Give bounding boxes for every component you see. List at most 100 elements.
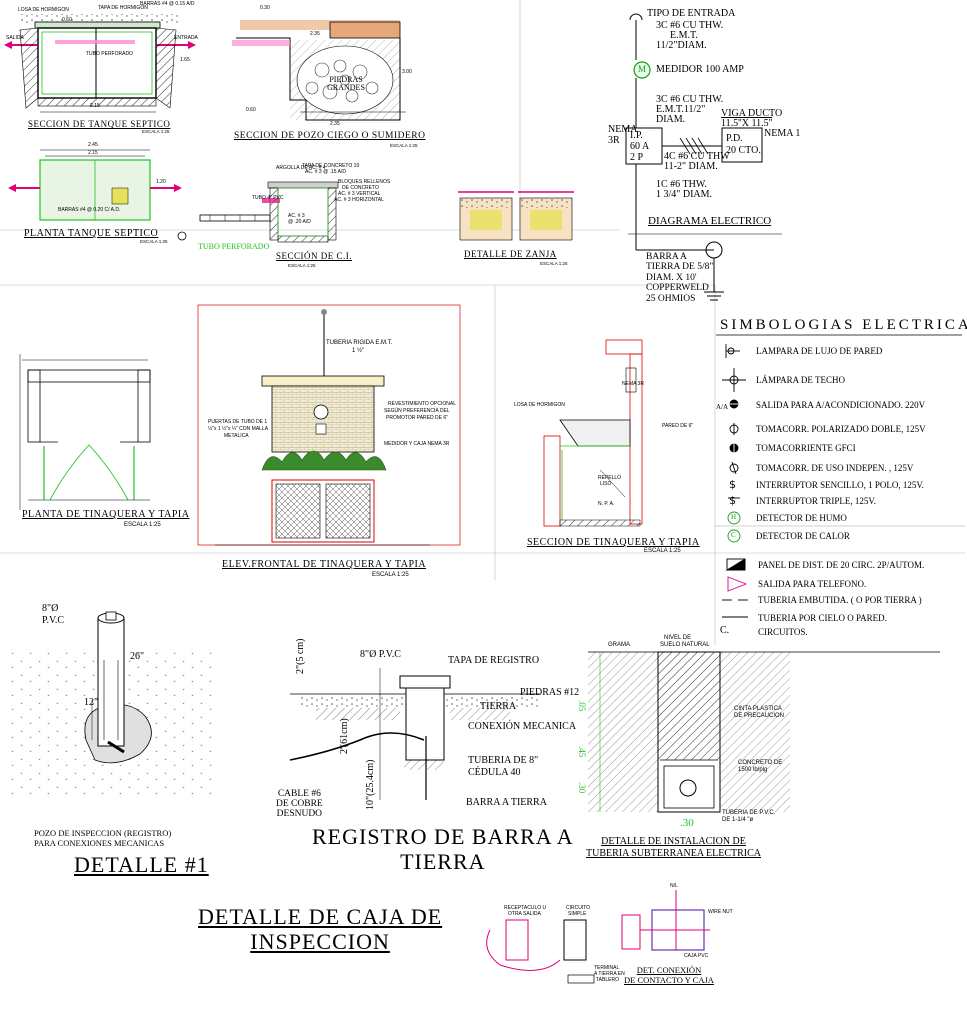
planta-tinaquera-drawing bbox=[19, 354, 151, 510]
sub-label-2: SUELO NATURAL bbox=[660, 642, 710, 648]
elec-line-13: 4C #6 CU THW bbox=[664, 151, 730, 162]
sub-label-6: 1500 lb/plg bbox=[738, 767, 768, 773]
conn-label-3: SIMPLE bbox=[568, 911, 587, 917]
ci-note-6: AC. # 3 HORIZONTAL bbox=[334, 197, 384, 203]
elev-note-8: MEDIDOR Y CAJA NEMA 3R bbox=[384, 441, 450, 447]
sec-note-2: PARED DE 6" bbox=[662, 423, 694, 429]
ci-note-8: AC. # 3 bbox=[288, 213, 305, 219]
box-title: DETALLE DE CAJA DE INSPECCION bbox=[198, 904, 443, 955]
reg-label-2: TIERRA bbox=[480, 701, 517, 712]
conn-label-8: WIRE NUT bbox=[708, 909, 733, 915]
reg-label-0: TAPA DE REGISTRO bbox=[448, 655, 540, 666]
meter-letter: M bbox=[638, 64, 647, 74]
elev-note-2: REVESTIMIENTO OPCIONAL bbox=[388, 401, 456, 407]
reg-cable-label: CABLE #6 DE COBRE DESNUDO bbox=[276, 789, 323, 819]
elevacion-frontal-drawing bbox=[197, 304, 461, 546]
elev-note-3: SEGÚN PREFERENCIA DEL bbox=[384, 408, 450, 414]
well-dim-235: 2.35 bbox=[310, 31, 320, 37]
sec-title: SECCION DE TINAQUERA Y TAPIA bbox=[527, 537, 700, 548]
sec-note-5: N. P. A. bbox=[598, 501, 615, 507]
sec-note-3: REPELLO bbox=[598, 475, 622, 481]
svg-text:$: $ bbox=[729, 494, 736, 507]
symbol-label-12: TUBERIA EMBUTIDA. ( O POR TIERRA ) bbox=[758, 595, 922, 605]
ci-note-2: ARGOLLA DE AC. # 4 bbox=[276, 165, 326, 171]
symbol-label-9: DETECTOR DE CALOR bbox=[756, 531, 850, 541]
reg-pipe-label: 8"Ø P.V.C bbox=[360, 649, 401, 660]
seccion-tinaquera-drawing bbox=[543, 339, 643, 527]
septic-dim-165: 1.65 bbox=[180, 57, 190, 63]
sub-label-0: GRAMA bbox=[608, 642, 631, 648]
septic-dim-060: 0.60 bbox=[62, 17, 72, 23]
aa-tag: A/A bbox=[716, 403, 729, 411]
reg-label-5: CÉDULA 40 bbox=[468, 767, 521, 778]
well-dim-030: 0.30 bbox=[260, 5, 270, 11]
septic-tag-entrada: ENTRADA bbox=[174, 35, 198, 41]
elec-line-10: NEMA 1 bbox=[764, 128, 801, 139]
elec-line-9: 11.5''X 11.5'' bbox=[721, 118, 773, 129]
elec-line-15: 1C #6 THW. bbox=[656, 179, 707, 190]
sec-note-4: LISO bbox=[600, 481, 612, 487]
elec-line-3: 11/2"DIAM. bbox=[656, 40, 707, 51]
symbol-label-10: PANEL DE DIST. DE 20 CIRC. 2P/AUTOM. bbox=[758, 560, 925, 570]
sub-dim-2: .30 bbox=[577, 782, 587, 794]
elev-note-7: METALICA bbox=[224, 433, 249, 439]
septic-dim-215: 2.15 bbox=[90, 103, 100, 109]
conexion-contacto-drawing bbox=[486, 890, 710, 984]
conn-label-7: N/L bbox=[670, 883, 678, 889]
symbol-label-3: TOMACORR. POLARIZADO DOBLE, 125V bbox=[756, 424, 926, 434]
conn-label-9: CAJA PVC bbox=[684, 953, 709, 959]
elev-note-0: TUBERIA RIGIDA E.M.T. bbox=[326, 340, 393, 346]
detalle-1-drawing bbox=[8, 611, 218, 800]
elec-line-11: NEMA bbox=[608, 124, 638, 135]
panel-ip-1: 60 A bbox=[630, 141, 650, 152]
conn-label-4: TERMINAL bbox=[594, 965, 620, 971]
elec-line-4: MEDIDOR 100 AMP bbox=[656, 64, 744, 75]
septic-section-title: SECCION DE TANQUE SEPTICO bbox=[28, 119, 171, 129]
registro-drawing bbox=[289, 668, 540, 800]
ci-note-9: @ .20 A/D bbox=[288, 219, 311, 225]
septic-plan-dim-215: 2.15 bbox=[88, 150, 98, 156]
sheet-dividers bbox=[0, 0, 965, 645]
svg-text:$: $ bbox=[729, 478, 736, 491]
sec-scale: ESCALA 1:25 bbox=[644, 548, 681, 554]
elev-note-1: 1 ½" bbox=[352, 348, 365, 354]
symbol-label-5: TOMACORR. DE USO INDEPEN. , 125V bbox=[756, 463, 914, 473]
duplex-outlet-icon bbox=[729, 423, 739, 435]
sec-note-1: LOSA DE HORMIGON bbox=[514, 402, 565, 408]
gfci-outlet-icon bbox=[729, 442, 739, 454]
reg-dim-2: 10"(25.4cm) bbox=[365, 759, 376, 810]
septic-tag-salida: SALIDA bbox=[6, 35, 24, 41]
elev-note-5: PUERTAS DE TUBO DE 1 bbox=[208, 419, 268, 425]
septic-tag-losa: LOSA DE HORMIGON bbox=[18, 7, 69, 13]
elec-line-16: 1 3/4" DIAM. bbox=[656, 189, 713, 200]
sub-label-7: TUBERIA DE P.V.C. bbox=[722, 810, 776, 816]
conn-label-2: CIRCUITO bbox=[566, 905, 591, 911]
well-title: SECCION DE POZO CIEGO O SUMIDERO bbox=[234, 131, 426, 141]
perforated-tube-drawing bbox=[177, 214, 271, 241]
well-scale: ESCALA 1:25 bbox=[390, 143, 418, 148]
tuberia-subterranea-drawing bbox=[588, 651, 940, 813]
reg-title: REGISTRO DE BARRA A TIERRA bbox=[312, 824, 574, 875]
well-stones-label: PIEDRAS GRANDES bbox=[327, 75, 365, 92]
symbol-label-11: SALIDA PARA TELEFONO. bbox=[758, 579, 867, 589]
electrical-diagram-title: DIAGRAMA ELECTRICO bbox=[648, 215, 772, 227]
heat-detector-icon bbox=[727, 529, 741, 543]
panel-ip-2: 2 P bbox=[630, 152, 644, 163]
elec-line-1: 3C #6 CU THW. bbox=[656, 20, 724, 31]
d1-pipe-label: 8"Ø bbox=[42, 603, 59, 614]
single-switch-icon: $ bbox=[729, 478, 736, 491]
d1-pvc-label: P.V.C bbox=[42, 615, 65, 626]
septic-section-scale: ESCALA 1:25 bbox=[142, 129, 170, 134]
elec-line-5: 3C #6 CU THW. bbox=[656, 94, 724, 105]
conn-label-5: A TIERRA EN bbox=[594, 971, 625, 977]
septic-tank-plan-drawing bbox=[8, 149, 182, 221]
circuit-letter: C. bbox=[720, 625, 730, 636]
trench-detail-drawing bbox=[458, 191, 574, 241]
ci-note-1: AC. # 3 @ .15 A/D bbox=[305, 169, 346, 175]
septic-tag-tubo: TUBO PERFORADO bbox=[86, 51, 133, 57]
ci-section-drawing bbox=[262, 181, 339, 243]
ac-outlet-icon bbox=[729, 399, 739, 409]
reg-label-1: PIEDRAS #12 bbox=[520, 687, 580, 698]
trench-scale: ESCALA 1:25 bbox=[540, 261, 568, 266]
d1-caption: POZO DE INSPECCION (REGISTRO) PARA CONEX… bbox=[34, 828, 172, 849]
